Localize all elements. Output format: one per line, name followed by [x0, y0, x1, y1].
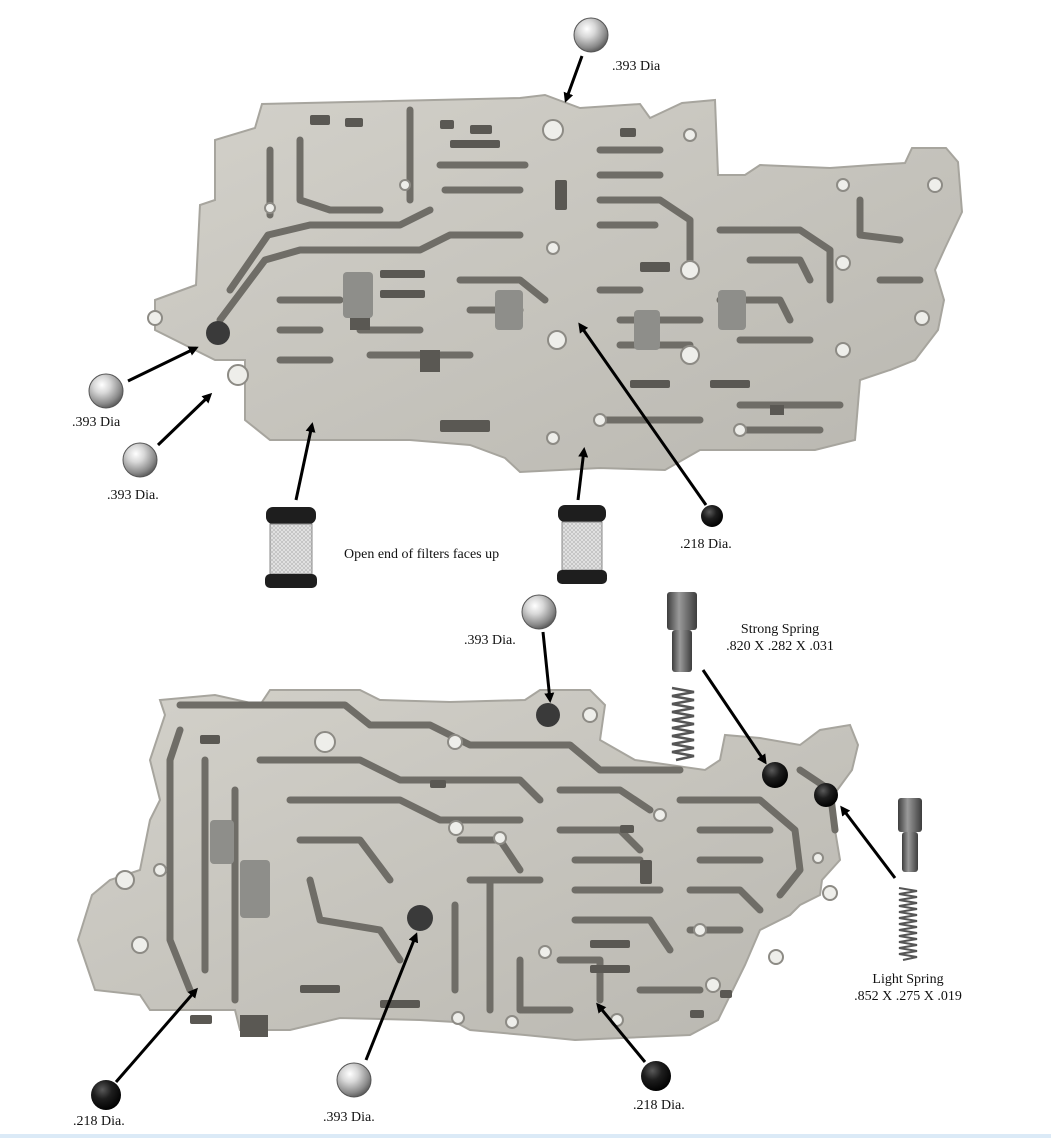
arrow-filter-right [576, 447, 589, 501]
label-filters-note: Open end of filters faces up [344, 547, 500, 562]
rubber-ball-installed-1 [762, 762, 788, 788]
strong-spring [671, 686, 695, 762]
label-left-ball-1: .393 Dia [72, 415, 121, 430]
label-strong-spring: Strong Spring .820 X .282 X .031 [712, 621, 848, 655]
arrow-lower-left-small-ball [114, 987, 198, 1083]
rubber-ball-upper-right [701, 505, 723, 527]
label-lower-top-ball: .393 Dia. [464, 633, 516, 648]
arrow-light-spring [840, 805, 897, 879]
callout-arrows [114, 55, 897, 1083]
arrow-lower-right-small-ball [596, 1002, 647, 1063]
arrow-right-small-ball [578, 322, 708, 506]
label-lower-center-ball: .393 Dia. [323, 1110, 375, 1125]
arrow-filter-left [294, 422, 316, 501]
lower-valve-body [76, 689, 860, 1042]
strong-spring-plug [667, 592, 697, 672]
strong-spring-title: Strong Spring [740, 622, 820, 637]
light-spring-dims: .852 X .275 X .019 [854, 989, 962, 1004]
light-spring-plug [898, 798, 922, 872]
upper-valve-body [147, 93, 964, 474]
arrow-strong-spring [701, 669, 767, 765]
label-left-ball-2: .393 Dia. [107, 488, 159, 503]
label-right-small-ball: .218 Dia. [680, 537, 732, 552]
label-top-ball: .393 Dia [612, 59, 661, 74]
rubber-ball-installed-2 [814, 783, 838, 807]
bottom-divider [0, 1134, 1051, 1138]
arrow-lower-center-ball [364, 932, 419, 1061]
label-lower-right-small-ball: .218 Dia. [633, 1098, 685, 1113]
filter-right [557, 505, 607, 584]
steel-ball-top [573, 17, 609, 53]
light-spring-title: Light Spring [872, 972, 944, 987]
steel-ball-lower-center [336, 1062, 372, 1098]
steel-ball-lower-top [521, 594, 557, 630]
arrow-left-ball-1 [127, 346, 199, 383]
rubber-ball-lower-left [91, 1080, 121, 1110]
rubber-ball-lower-right [641, 1061, 671, 1091]
steel-ball-left-1 [88, 373, 124, 409]
filter-left [265, 507, 317, 588]
arrow-top-ball [563, 55, 584, 103]
light-spring [898, 887, 918, 961]
steel-ball-left-2 [122, 442, 158, 478]
arrow-left-ball-2 [156, 392, 213, 447]
strong-spring-dims: .820 X .282 X .031 [726, 639, 834, 654]
arrow-lower-top-ball [541, 631, 555, 703]
label-lower-left-small-ball: .218 Dia. [73, 1114, 125, 1129]
label-light-spring: Light Spring .852 X .275 X .019 [840, 971, 976, 1005]
